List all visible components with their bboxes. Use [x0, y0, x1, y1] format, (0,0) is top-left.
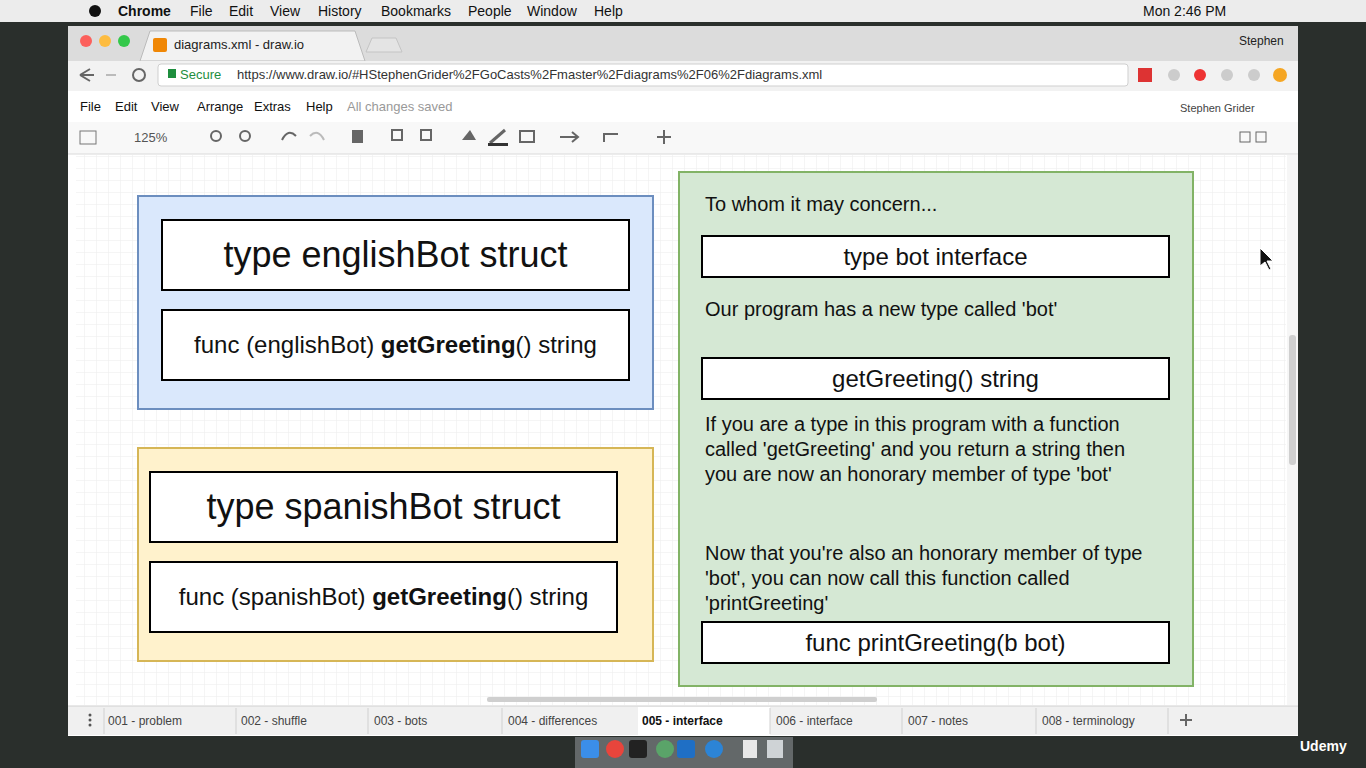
type-box: type englishBot struct	[161, 219, 630, 291]
box-label: func (spanishBot) getGreeting() string	[179, 583, 588, 611]
page-tab: 005 - interface	[642, 714, 723, 728]
menu-item: View	[151, 99, 179, 114]
note-heading: To whom it may concern...	[705, 192, 937, 217]
page-tab: 003 - bots	[374, 714, 427, 728]
tab-title: diagrams.xml - draw.io	[174, 37, 304, 52]
box-label: getGreeting() string	[832, 365, 1039, 393]
interface-box: type bot interface	[701, 235, 1170, 278]
box-label: type bot interface	[843, 243, 1027, 271]
type-box: type spanishBot struct	[149, 471, 618, 543]
menu-item: Arrange	[197, 99, 243, 114]
box-label: type englishBot struct	[223, 234, 567, 276]
watermark: Udemy	[1300, 738, 1347, 754]
page-tab: 007 - notes	[908, 714, 968, 728]
page-tab: 001 - problem	[108, 714, 182, 728]
struct-group: type spanishBot struct func (spanishBot) …	[137, 447, 654, 662]
save-status: All changes saved	[347, 99, 453, 114]
menu-item: Edit	[229, 3, 253, 19]
user-name: Stephen Grider	[1180, 102, 1255, 114]
note-text: Our program has a new type called 'bot'	[705, 297, 1057, 322]
menu-app: Chrome	[118, 3, 171, 19]
menu-item: History	[318, 3, 362, 19]
menu-item: Edit	[115, 99, 137, 114]
menu-item: Extras	[254, 99, 291, 114]
menu-item: Window	[527, 3, 577, 19]
profile-name: Stephen	[1239, 34, 1284, 48]
menu-item: Bookmarks	[381, 3, 451, 19]
page-tab: 004 - differences	[508, 714, 597, 728]
struct-group: type englishBot struct func (englishBot) …	[137, 195, 654, 410]
interface-note: To whom it may concern... Our program has…	[678, 171, 1194, 687]
secure-badge: Secure	[180, 67, 221, 82]
note-text: Now that you're also an honorary member …	[705, 541, 1145, 616]
func-box: func (englishBot) getGreeting() string	[161, 309, 630, 381]
menu-item: Help	[594, 3, 623, 19]
page-tab: 008 - terminology	[1042, 714, 1135, 728]
func-box: func printGreeting(b bot)	[701, 621, 1170, 664]
menu-item: Help	[306, 99, 333, 114]
func-box: func (spanishBot) getGreeting() string	[149, 561, 618, 633]
page-tab: 006 - interface	[776, 714, 853, 728]
url: https://www.draw.io/#HStephenGrider%2FGo…	[237, 67, 822, 82]
method-box: getGreeting() string	[701, 357, 1170, 400]
page-tab: 002 - shuffle	[241, 714, 307, 728]
box-label: func (englishBot) getGreeting() string	[194, 331, 597, 359]
menu-item: View	[270, 3, 300, 19]
clock: Mon 2:46 PM	[1143, 3, 1226, 19]
menu-item: File	[190, 3, 213, 19]
zoom-level: 125%	[134, 130, 167, 145]
note-text: If you are a type in this program with a…	[705, 412, 1145, 487]
box-label: func printGreeting(b bot)	[805, 629, 1065, 657]
menu-item: File	[80, 99, 101, 114]
box-label: type spanishBot struct	[206, 486, 560, 528]
menu-item: People	[468, 3, 512, 19]
